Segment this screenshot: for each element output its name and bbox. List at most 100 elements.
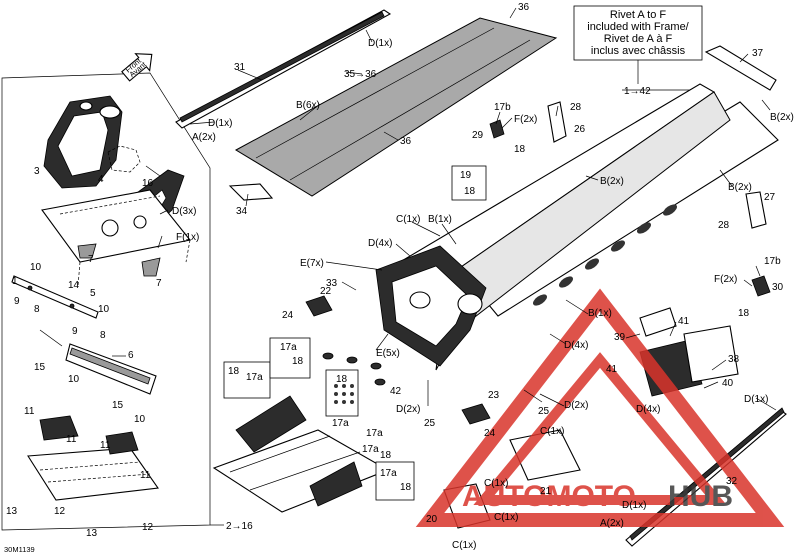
callout: 22 [320, 286, 332, 297]
callout: 6 [128, 350, 134, 361]
callout: C(1x) [396, 214, 420, 225]
callout: 18 [400, 482, 412, 493]
front-arrow: Front Avant [121, 53, 153, 82]
box-18-17a-a [223, 361, 271, 399]
callout: 33 [326, 278, 338, 289]
bracket-26-part [547, 101, 567, 143]
top-rail-31 [175, 9, 392, 129]
leader-lines [39, 7, 777, 411]
callout: D(2x) [564, 400, 588, 411]
callout: F(2x) [714, 274, 737, 285]
callout: 11 [100, 440, 111, 451]
note-line-1: Rivet A to F [610, 9, 667, 21]
callout: C(1x) [494, 512, 518, 523]
callout: D(3x) [172, 206, 196, 217]
callout: 18 [514, 144, 526, 155]
callout: D(4x) [368, 238, 392, 249]
callout: 24 [484, 428, 496, 439]
callout: 32 [726, 476, 738, 487]
callout: 40 [722, 378, 734, 389]
callout: 34 [236, 206, 248, 217]
callout: 39 [614, 332, 626, 343]
callout: A(2x) [600, 518, 624, 529]
callout: 17a [332, 418, 349, 429]
callout: 8 [34, 304, 40, 315]
callout: 10 [98, 304, 110, 315]
note-line-2: included with Frame/ [587, 21, 689, 33]
callout: 37 [752, 48, 764, 59]
front-housing-part [43, 95, 123, 189]
washer-set-42 [322, 352, 386, 386]
callout: 9 [14, 296, 20, 307]
callout: 25 [424, 418, 436, 429]
callout: 1 [12, 276, 18, 287]
callout: 5 [90, 288, 96, 299]
callout: 17a [380, 468, 397, 479]
callout: 18 [292, 356, 304, 367]
callout: 17a [280, 342, 297, 353]
note-line-4: inclus avec châssis [591, 45, 686, 57]
note-line-3: Rivet de A à F [604, 33, 673, 45]
callout: 7 [156, 278, 162, 289]
callout: 18 [738, 308, 750, 319]
callout: 27 [764, 192, 776, 203]
lower-tray-part [27, 415, 159, 501]
callout: 9 [72, 326, 78, 337]
callout: 23 [488, 390, 500, 401]
callout: B(2x) [600, 176, 624, 187]
callout: C(1x) [540, 426, 564, 437]
callout: B(1x) [588, 308, 612, 319]
callout: 26 [574, 124, 586, 135]
callout: D(4x) [636, 404, 660, 415]
callout: 15 [34, 362, 46, 373]
callout: C(1x) [452, 540, 476, 551]
bracket-27-part [745, 191, 767, 229]
callout: 19 [460, 170, 472, 181]
callout: B(2x) [770, 112, 794, 123]
watermark-text-dark: HUB [668, 480, 733, 513]
callout: D(1x) [744, 394, 768, 405]
callout-labels: 36 31 D(1x) 35→36 D(1x) A(2x) B(6x) 36 3… [6, 2, 794, 551]
callout: 18 [380, 450, 392, 461]
bracket-7a-part [77, 243, 97, 259]
callout: 7 [88, 254, 94, 265]
callout: 10 [30, 262, 42, 273]
callout: 11 [24, 406, 35, 417]
callout: 1→42 [624, 86, 651, 97]
callout: 38 [728, 354, 740, 365]
callout: 16 [142, 178, 154, 189]
bracket-7b-part [141, 257, 161, 277]
callout: E(7x) [300, 258, 324, 269]
stud-grid [334, 384, 354, 404]
bracket-34-part [228, 183, 274, 201]
callout: 12 [142, 522, 154, 533]
callout: 28 [570, 102, 582, 113]
callout: 21 [540, 486, 552, 497]
callout: 41 [678, 316, 690, 327]
rear-subframe-assembly [212, 395, 390, 513]
callout: C(1x) [484, 478, 508, 489]
callout: 24 [282, 310, 294, 321]
callout: 13 [6, 506, 18, 517]
callout: D(4x) [564, 340, 588, 351]
diagram-id: 30M1139 [4, 545, 35, 554]
callout: 8 [100, 330, 106, 341]
callout: 11 [140, 470, 151, 481]
note-box [573, 5, 703, 61]
callout: B(2x) [728, 182, 752, 193]
floor-plate-part [41, 189, 191, 287]
callout: 20 [426, 514, 438, 525]
callout: 30 [772, 282, 784, 293]
plate-6-part [65, 343, 157, 395]
callout: F(2x) [514, 114, 537, 125]
callout: D(1x) [208, 118, 232, 129]
bracket-22-part [305, 295, 333, 317]
callout: 35→36 [344, 69, 377, 80]
bracket-39-part [639, 307, 677, 337]
callout: D(1x) [368, 38, 392, 49]
callout: D(2x) [396, 404, 420, 415]
callout: 4 [98, 174, 104, 185]
callout: 15 [112, 400, 124, 411]
callout: E(5x) [376, 348, 400, 359]
